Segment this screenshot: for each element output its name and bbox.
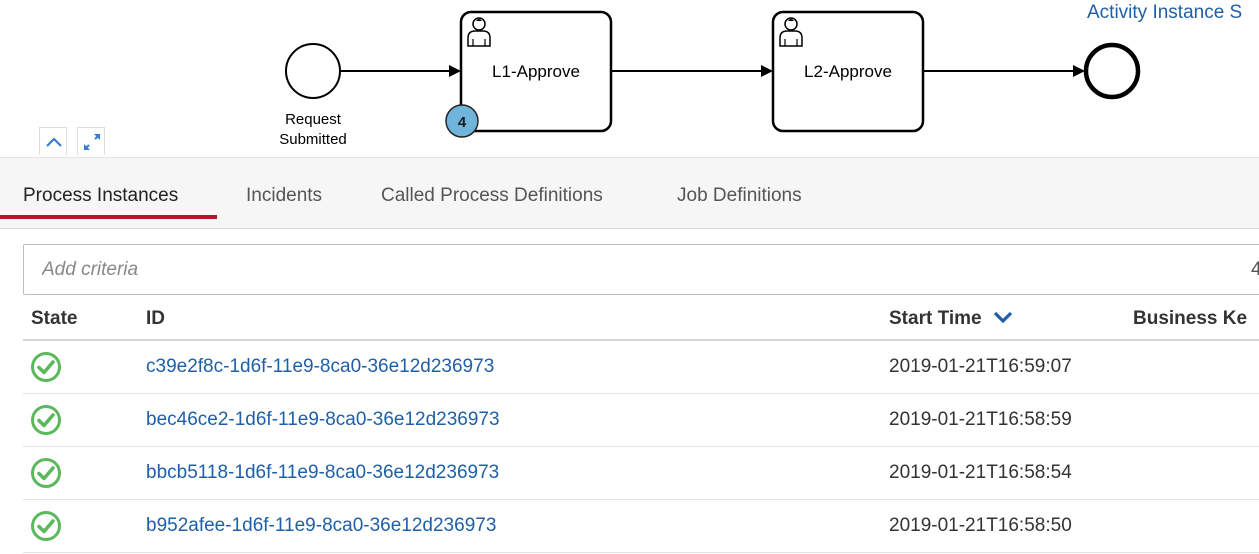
process-instances-table: State ID Start Time Business Ke c39e2f8c… bbox=[23, 296, 1259, 553]
fullscreen-diagram-button[interactable] bbox=[77, 127, 105, 155]
user-icon bbox=[467, 17, 491, 47]
task-l2-name: L2-Approve bbox=[804, 62, 892, 81]
chevron-up-icon bbox=[46, 137, 62, 147]
active-tab-indicator bbox=[0, 215, 217, 219]
instance-id-link[interactable]: c39e2f8c-1d6f-11e9-8ca0-36e12d236973 bbox=[146, 356, 495, 377]
table-header: State ID Start Time Business Ke bbox=[23, 296, 1259, 341]
table-row: b952afee-1d6f-11e9-8ca0-36e12d236973 201… bbox=[23, 500, 1259, 553]
check-circle-icon bbox=[31, 458, 61, 488]
table-row: bbcb5118-1d6f-11e9-8ca0-36e12d236973 201… bbox=[23, 447, 1259, 500]
check-circle-icon bbox=[31, 352, 61, 382]
start-time-cell: 2019-01-21T16:58:59 bbox=[889, 409, 1072, 430]
expand-arrows-icon bbox=[84, 134, 100, 150]
end-event[interactable] bbox=[1083, 42, 1141, 100]
start-event-label-line1: Request bbox=[285, 111, 342, 128]
tab-called-process-definitions[interactable]: Called Process Definitions bbox=[381, 185, 603, 206]
check-circle-icon bbox=[31, 511, 61, 541]
activity-instance-link[interactable]: Activity Instance S bbox=[1087, 2, 1243, 23]
start-time-cell: 2019-01-21T16:59:07 bbox=[889, 356, 1072, 377]
task-l1-approve[interactable]: L1-Approve bbox=[459, 10, 613, 133]
tab-process-instances[interactable]: Process Instances bbox=[23, 185, 179, 206]
diagram-canvas: Request Submitted L1-Approve 4 bbox=[279, 10, 1141, 148]
detail-tabs: Process Instances Incidents Called Proce… bbox=[0, 157, 1259, 229]
start-time-cell: 2019-01-21T16:58:54 bbox=[889, 462, 1072, 483]
start-event-label-line2: Submitted bbox=[279, 131, 347, 148]
table-row: c39e2f8c-1d6f-11e9-8ca0-36e12d236973 201… bbox=[23, 341, 1259, 394]
check-circle-icon bbox=[31, 405, 61, 435]
start-event[interactable] bbox=[285, 43, 341, 99]
column-header-state[interactable]: State bbox=[31, 308, 78, 329]
table-body: c39e2f8c-1d6f-11e9-8ca0-36e12d236973 201… bbox=[23, 341, 1259, 553]
task-l1-name: L1-Approve bbox=[492, 62, 580, 81]
column-header-start-time-label: Start Time bbox=[889, 308, 982, 329]
column-header-id[interactable]: ID bbox=[146, 308, 165, 329]
instance-id-link[interactable]: bec46ce2-1d6f-11e9-8ca0-36e12d236973 bbox=[146, 409, 500, 430]
collapse-diagram-button[interactable] bbox=[39, 127, 67, 155]
chevron-down-icon[interactable] bbox=[993, 310, 1013, 324]
instance-id-link[interactable]: bbcb5118-1d6f-11e9-8ca0-36e12d236973 bbox=[146, 462, 500, 483]
column-header-start-time[interactable]: Start Time bbox=[889, 308, 1013, 330]
tab-incidents[interactable]: Incidents bbox=[246, 185, 323, 206]
task-l2-approve[interactable]: L2-Approve bbox=[771, 10, 925, 133]
search-input[interactable] bbox=[42, 257, 1142, 283]
result-count: 4 bbox=[1251, 259, 1259, 280]
instance-count-badge[interactable]: 4 bbox=[445, 104, 479, 138]
tab-job-definitions[interactable]: Job Definitions bbox=[677, 185, 802, 206]
search-criteria-box[interactable]: 4 bbox=[23, 244, 1259, 295]
column-header-business-key[interactable]: Business Ke bbox=[1133, 308, 1248, 329]
instance-count-value: 4 bbox=[458, 114, 467, 131]
user-icon bbox=[779, 17, 803, 47]
table-row: bec46ce2-1d6f-11e9-8ca0-36e12d236973 201… bbox=[23, 394, 1259, 447]
start-time-cell: 2019-01-21T16:58:50 bbox=[889, 515, 1072, 536]
bpmn-diagram: Request Submitted L1-Approve 4 bbox=[0, 0, 1259, 157]
instance-id-link[interactable]: b952afee-1d6f-11e9-8ca0-36e12d236973 bbox=[146, 515, 497, 536]
